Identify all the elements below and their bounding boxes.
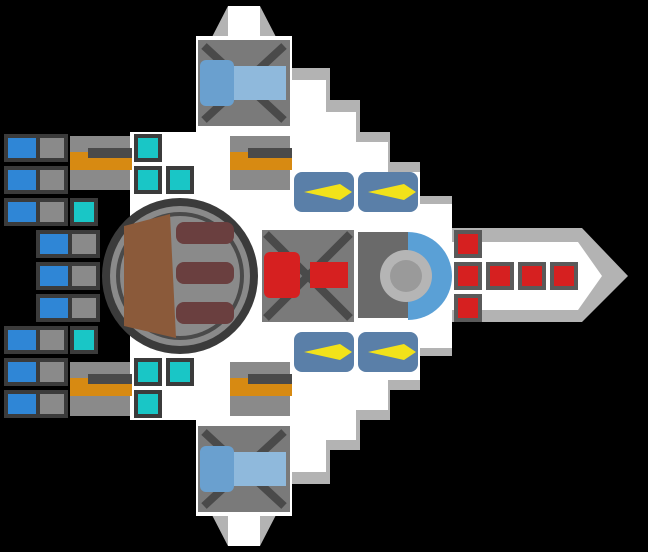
engine-4 [36, 230, 100, 258]
turret-3 [70, 362, 132, 416]
drill-top [198, 40, 290, 126]
engine-3 [4, 198, 68, 226]
red-6 [550, 262, 578, 290]
reactor-core [102, 198, 258, 354]
red-3 [454, 294, 482, 322]
missile-4 [358, 332, 418, 372]
red-4 [486, 262, 514, 290]
yellow-missiles [294, 172, 418, 372]
missile-1 [294, 172, 354, 212]
red-2 [454, 262, 482, 290]
turret-4 [230, 362, 292, 416]
engine-1 [4, 134, 68, 162]
cyan-cells [70, 134, 194, 418]
red-cells [454, 230, 578, 322]
cell-2 [134, 166, 162, 194]
cell-7 [166, 358, 194, 386]
cell-6 [134, 358, 162, 386]
engine-5 [36, 262, 100, 290]
turrets-orange [70, 136, 292, 416]
engine-2 [4, 166, 68, 194]
engine-8 [4, 358, 68, 386]
engine-6 [36, 294, 100, 322]
missile-2 [358, 172, 418, 212]
turret-2 [230, 136, 292, 190]
engine-9 [4, 390, 68, 418]
engine-7 [4, 326, 68, 354]
shield-generator [358, 232, 452, 320]
red-1 [454, 230, 482, 258]
cell-3 [166, 166, 194, 194]
turret-1 [70, 136, 132, 190]
cell-5 [70, 326, 98, 354]
cell-1 [134, 134, 162, 162]
main-cannon [262, 230, 354, 322]
red-5 [518, 262, 546, 290]
cell-4 [70, 198, 98, 226]
drill-bottom [198, 426, 290, 512]
missile-3 [294, 332, 354, 372]
cell-8 [134, 390, 162, 418]
engines-left [4, 134, 100, 418]
